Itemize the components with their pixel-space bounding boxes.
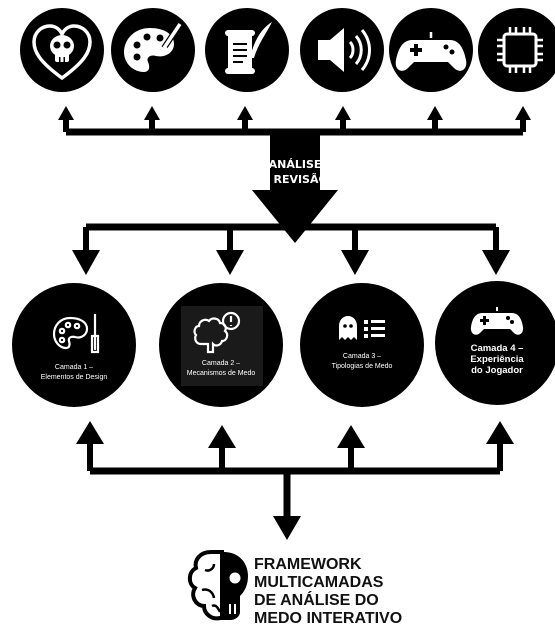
palette-brush-icon (124, 22, 183, 72)
layer-row: Camada 1 – Elementos de Design Camada 2 … (12, 281, 555, 407)
gamepad-icon (395, 32, 467, 71)
framework-title-line1: FRAMEWORK (254, 556, 362, 573)
framework-title-line4: MEDO INTERATIVO (254, 610, 402, 627)
brain-alert-icon (193, 311, 241, 354)
top-icon-scroll (205, 8, 289, 92)
palette-brush-icon (52, 314, 100, 354)
layer-3-line1: Camada 3 – (343, 353, 381, 360)
layer-4-line2: Experiência (470, 354, 524, 365)
ghost-list-icon (339, 316, 385, 340)
bottom-connectors (76, 421, 514, 540)
down-connectors (72, 223, 510, 275)
top-icon-gamepad (389, 8, 473, 92)
top-icon-chip (478, 8, 555, 92)
layer-2-line2: Mecanismos de Medo (187, 370, 256, 377)
layer-1-line1: Camada 1 – (55, 364, 93, 371)
top-connectors (58, 106, 531, 136)
speaker-icon (318, 28, 371, 72)
framework-title-line2: MULTICAMADAS (254, 574, 384, 591)
top-icon-palette (111, 8, 195, 92)
layer-3: Camada 3 – Tipologias de Medo (300, 283, 424, 407)
top-icon-speaker (300, 8, 384, 92)
skull-heart-icon (32, 24, 92, 81)
top-icon-skull-heart (20, 8, 104, 92)
chip-icon (497, 27, 543, 73)
top-icon-row (20, 8, 555, 92)
layer-4-line3: do Jogador (471, 365, 523, 376)
layer-2-line1: Camada 2 – (202, 360, 240, 367)
layer-2: Camada 2 – Mecanismos de Medo (159, 283, 283, 407)
layer-4: Camada 4 – Experiência do Jogador (435, 281, 555, 405)
framework-title-line3: DE ANÁLISE DO (254, 590, 379, 609)
gamepad-icon (470, 307, 524, 335)
layer-1-line2: Elementos de Design (41, 374, 108, 381)
analysis-arrow: ANÁLISE E REVISÃO (252, 132, 338, 243)
analysis-arrow-label-line1: ANÁLISE (269, 158, 322, 171)
analysis-arrow-label-line2: E REVISÃO (262, 173, 328, 186)
layer-4-line1: Camada 4 – (471, 343, 524, 354)
scroll-quill-icon (225, 22, 272, 74)
framework-title: FRAMEWORK MULTICAMADAS DE ANÁLISE DO MED… (187, 550, 402, 627)
brain-skull-icon (187, 550, 248, 621)
layer-3-line2: Tipologias de Medo (332, 363, 393, 370)
layer-1: Camada 1 – Elementos de Design (12, 283, 136, 407)
